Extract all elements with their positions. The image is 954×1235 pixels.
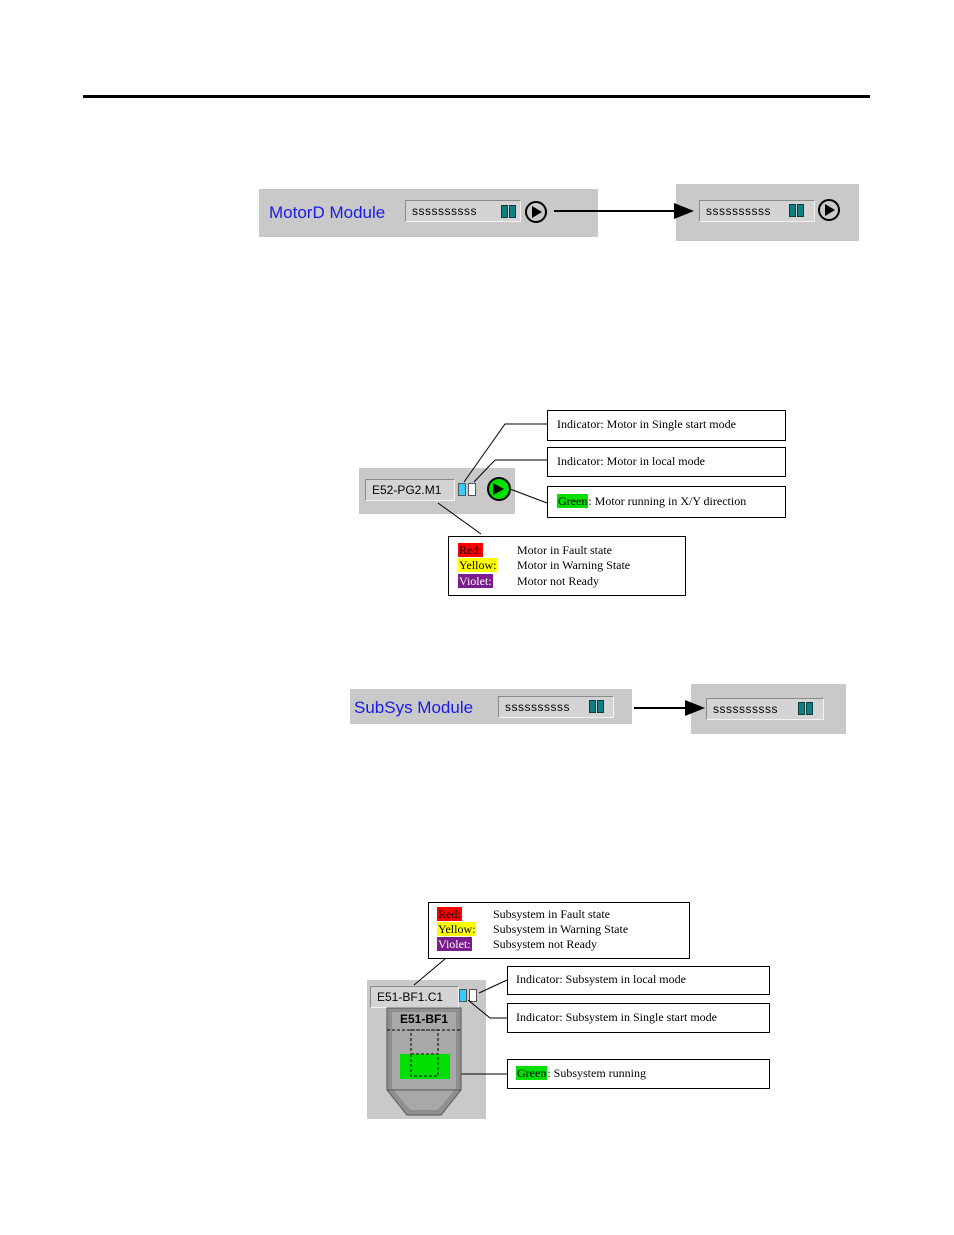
subsys-tag-field[interactable]: E51-BF1.C1 — [370, 986, 459, 1008]
motord-indicator-a — [501, 205, 508, 218]
callout-subsys-local: Indicator: Subsystem in local mode — [507, 966, 770, 995]
subsys-field-text: ssssssssss — [505, 700, 570, 714]
legend-red-swatch: Red: — [437, 907, 462, 921]
legend-yellow-text: Subsystem in Warning State — [493, 922, 629, 936]
subsys-local-indicator — [459, 989, 467, 1002]
legend-violet-swatch: Violet: — [458, 574, 493, 588]
motor-icon[interactable] — [818, 199, 840, 221]
legend-red-swatch: Red: — [458, 543, 483, 557]
legend-yellow-swatch: Yellow: — [437, 922, 477, 936]
local-mode-indicator — [468, 483, 476, 496]
callout-local-mode-text: Indicator: Motor in local mode — [557, 454, 705, 468]
single-start-indicator — [458, 483, 466, 496]
legend-violet-swatch: Violet: — [437, 937, 472, 951]
leader-subsys-local — [478, 979, 508, 994]
running-description: : Motor running in X/Y direction — [588, 494, 747, 508]
legend-yellow-text: Motor in Warning State — [517, 558, 631, 572]
subsys-result-field[interactable]: ssssssssss — [706, 698, 824, 720]
motor-legend-box: Red: Motor in Fault state Yellow: Motor … — [448, 536, 686, 596]
subsys-result-panel: ssssssssss — [691, 684, 846, 734]
legend-red-text: Motor in Fault state — [517, 543, 612, 557]
subsys-indicator-b — [597, 700, 604, 713]
green-swatch: Green — [516, 1066, 548, 1080]
subsys-tag: E51-BF1.C1 — [377, 990, 444, 1004]
header-rule — [83, 95, 870, 98]
motor-tag-field[interactable]: E52-PG2.M1 — [365, 479, 455, 501]
motor-icon[interactable] — [525, 201, 547, 223]
legend-yellow-swatch: Yellow: — [458, 558, 498, 572]
leader-subsys-legend — [413, 958, 446, 986]
callout-single-start-text: Indicator: Motor in Single start mode — [557, 417, 736, 431]
callout-single-start: Indicator: Motor in Single start mode — [547, 410, 786, 441]
subsys-single-start-indicator — [469, 989, 477, 1002]
motord-indicator-b — [509, 205, 516, 218]
legend-violet-text: Subsystem not Ready — [493, 937, 597, 951]
motor-tag: E52-PG2.M1 — [372, 483, 442, 497]
subsys-module-field[interactable]: ssssssssss — [498, 696, 614, 718]
callout-subsys-single-start-text: Indicator: Subsystem in Single start mod… — [516, 1010, 717, 1024]
subsys-result-indicator-b — [806, 702, 813, 715]
motor-faceplate: E52-PG2.M1 — [359, 468, 515, 514]
subsys-legend-box: Red: Subsystem in Fault state Yellow: Su… — [428, 902, 690, 959]
leader-legend — [437, 502, 482, 535]
green-swatch: Green — [557, 494, 589, 508]
callout-local-mode: Indicator: Motor in local mode — [547, 447, 786, 477]
callout-subsys-local-text: Indicator: Subsystem in local mode — [516, 972, 686, 986]
leader-local-mode — [473, 459, 547, 483]
subsys-indicator-a — [589, 700, 596, 713]
running-indicator-fill — [400, 1054, 450, 1079]
callout-running: Green: Motor running in X/Y direction — [547, 486, 786, 518]
motord-result-indicator-a — [789, 204, 796, 217]
subsys-result-indicator-a — [798, 702, 805, 715]
motord-field-text: ssssssssss — [412, 204, 477, 218]
callout-subsys-single-start: Indicator: Subsystem in Single start mod… — [507, 1003, 770, 1033]
motord-module-field[interactable]: ssssssssss — [405, 200, 521, 222]
callout-subsys-running: Green: Subsystem running — [507, 1059, 770, 1089]
motord-result-field[interactable]: ssssssssss — [699, 200, 815, 222]
subsys-module-panel: SubSys Module ssssssssss — [350, 689, 632, 724]
motord-result-field-text: ssssssssss — [706, 204, 771, 218]
callout-running-text: Green: Motor running in X/Y direction — [557, 494, 746, 508]
subsys-result-field-text: ssssssssss — [713, 702, 778, 716]
motord-result-panel: ssssssssss — [676, 184, 859, 241]
subsys-running-description: : Subsystem running — [547, 1066, 646, 1080]
callout-subsys-running-text: Green: Subsystem running — [516, 1066, 646, 1080]
hopper-drawing — [386, 1007, 462, 1116]
motord-module-label: MotorD Module — [269, 203, 386, 222]
legend-violet-text: Motor not Ready — [517, 574, 599, 588]
leader-running — [509, 488, 548, 504]
subsys-module-label: SubSys Module — [354, 698, 474, 717]
leader-subsys-single — [467, 999, 507, 1019]
legend-red-text: Subsystem in Fault state — [493, 907, 610, 921]
bin-label: E51-BF1 — [400, 1012, 449, 1026]
motord-result-indicator-b — [797, 204, 804, 217]
leader-single-start — [463, 423, 547, 483]
play-icon — [493, 483, 504, 495]
motord-module-panel: MotorD Module ssssssssss — [259, 189, 598, 237]
